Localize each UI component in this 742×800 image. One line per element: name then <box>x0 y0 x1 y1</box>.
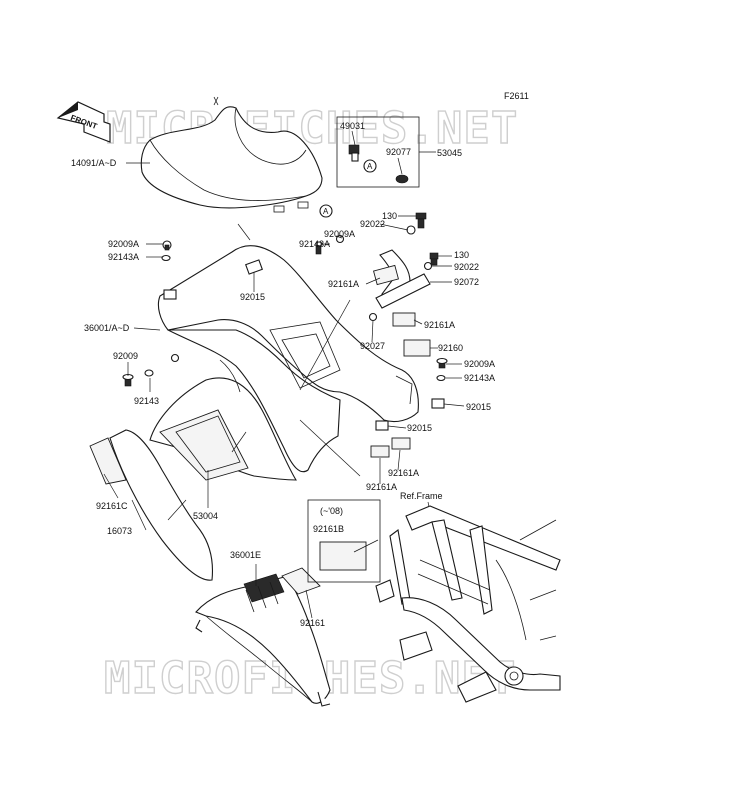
figure-code: F2611 <box>504 91 529 101</box>
inset-top-ref: A <box>367 162 373 171</box>
decals <box>89 264 431 581</box>
label-92027: 92027 <box>360 341 385 351</box>
inset-bottom-note: (~'08) <box>320 506 343 516</box>
label-92161: 92161 <box>300 618 325 628</box>
label-36001: 36001/A~D <box>84 323 130 333</box>
label-92009a-mid: 92009A <box>324 229 355 239</box>
label-130-a: 130 <box>382 211 397 221</box>
ref-frame-label: Ref.Frame <box>400 491 443 501</box>
front-arrow-icon: FRONT <box>56 101 111 143</box>
label-92015-left: 92015 <box>240 292 265 302</box>
inset-top-92077: 92077 <box>386 147 411 157</box>
inset-top-53045: 53045 <box>437 148 462 158</box>
label-92015-bottom: 92015 <box>407 423 432 433</box>
callout-a-circle <box>319 204 333 218</box>
leader-lines <box>103 162 465 619</box>
callout-a-letter: A <box>323 207 329 216</box>
lower-panel-part <box>195 567 331 707</box>
inset-top: 49031 92077 A 53045 <box>336 116 462 188</box>
label-92161a-3: 92161A <box>388 468 419 478</box>
label-92009: 92009 <box>113 351 138 361</box>
label-92161a-4: 92161A <box>366 482 397 492</box>
label-92015-right: 92015 <box>466 402 491 412</box>
label-14091: 14091/A~D <box>71 158 117 168</box>
label-92072: 92072 <box>454 277 479 287</box>
label-92009a-left: 92009A <box>108 239 139 249</box>
inset-bottom: (~'08) 92161B <box>307 499 381 583</box>
label-92143a-left: 92143A <box>108 252 139 262</box>
label-92143: 92143 <box>134 396 159 406</box>
label-92143a-right: 92143A <box>464 373 495 383</box>
label-53004: 53004 <box>193 511 218 521</box>
top-cover-part <box>140 96 323 213</box>
label-130-b: 130 <box>454 250 469 260</box>
label-92161a-1: 92161A <box>328 279 359 289</box>
label-36001e: 36001E <box>230 550 261 560</box>
label-92161a-2: 92161A <box>424 320 455 330</box>
label-16073: 16073 <box>107 526 132 536</box>
clip-parts <box>163 259 445 431</box>
frame-part: Ref.Frame <box>375 491 561 703</box>
inset-bottom-part: 92161B <box>313 524 344 534</box>
fasteners <box>122 212 448 387</box>
part-labels: 14091/A~D 92009A 92143A 92015 36001/A~D … <box>71 158 495 628</box>
inset-top-49031: 49031 <box>340 121 365 131</box>
label-92022-b: 92022 <box>454 262 479 272</box>
label-92160: 92160 <box>438 343 463 353</box>
label-92161c: 92161C <box>96 501 128 511</box>
label-92143a-mid: 92143A <box>299 239 330 249</box>
label-92009a-right: 92009A <box>464 359 495 369</box>
label-92022-a: 92022 <box>360 219 385 229</box>
